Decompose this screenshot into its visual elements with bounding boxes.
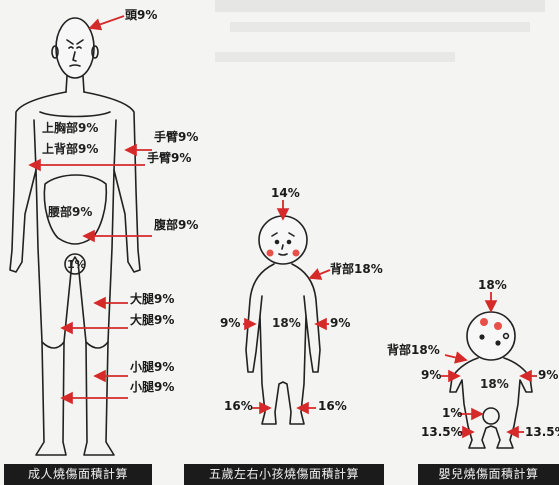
adult-head-label: 頭9% [125, 8, 158, 22]
adult-thigh-label-1: 大腿9% [130, 292, 175, 306]
child-head [258, 215, 308, 265]
child-arm-right-label: 9% [330, 316, 351, 330]
adult-calf-label-1: 小腿9% [130, 360, 175, 374]
infant-back-label: 背部18% [387, 343, 440, 357]
adult-abdomen-label: 腹部9% [154, 218, 199, 232]
adult-waist-label: 腰部9% [48, 205, 93, 219]
child-back-label: 背部18% [330, 262, 383, 276]
child-caption: 五歲左右小孩燒傷面積計算 [184, 464, 384, 485]
infant-groin-circle [482, 407, 500, 425]
adult-caption: 成人燒傷面積計算 [4, 464, 152, 485]
child-leg-left-label: 16% [224, 399, 253, 413]
adult-calf-label-2: 小腿9% [130, 380, 175, 394]
infant-caption: 嬰兒燒傷面積計算 [418, 464, 559, 485]
infant-arm-left-label: 9% [421, 368, 442, 382]
child-arm-left-label: 9% [220, 316, 241, 330]
adult-head [55, 17, 95, 79]
child-body-outline [245, 263, 321, 425]
infant-arm-right-label: 9% [538, 368, 559, 382]
adult-groin-circle [64, 253, 86, 275]
background-faint-text [215, 0, 545, 62]
child-leg-right-label: 16% [318, 399, 347, 413]
infant-head-label: 18% [478, 278, 507, 292]
adult-groin-label: 1% [67, 258, 86, 271]
adult-upper-chest-label: 上胸部9% [42, 121, 99, 135]
infant-groin-label: 1% [442, 406, 463, 420]
arrows [28, 15, 537, 439]
adult-body-outline [9, 91, 141, 456]
infant-chest-label: 18% [480, 377, 509, 391]
adult-thigh-label-2: 大腿9% [130, 313, 175, 327]
adult-upper-back-label: 上背部9% [42, 142, 99, 156]
child-head-label: 14% [271, 186, 300, 200]
child-chest-label: 18% [272, 316, 301, 330]
adult-arm-left-label: 手臂9% [154, 130, 199, 144]
infant-leg-right-label: 13.5% [525, 425, 559, 439]
adult-arm-right-label: 手臂9% [147, 151, 192, 165]
infant-leg-left-label: 13.5% [421, 425, 463, 439]
